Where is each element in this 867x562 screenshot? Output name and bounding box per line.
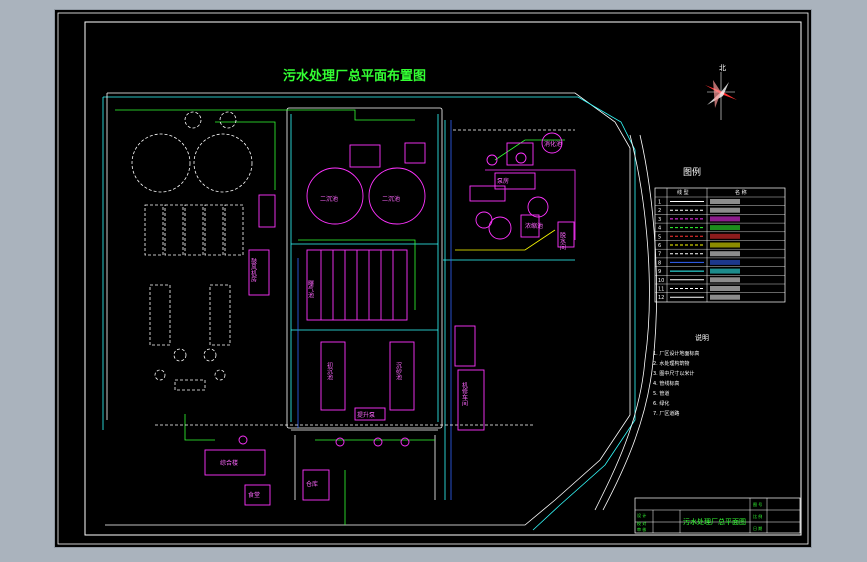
svg-text:名 称: 名 称 — [735, 189, 747, 196]
legend-row-number: 9 — [658, 269, 661, 275]
svg-text:比 例: 比 例 — [753, 513, 762, 519]
notes: 说明 1. 厂区设计地面标高 2. 水处理构筑物 3. 图中尺寸以米计 4. 管线标高… — [653, 333, 709, 417]
legend-name-swatch — [710, 225, 740, 231]
title-block-name: 污水处理厂总平面图 — [683, 517, 746, 526]
legend-name-swatch — [710, 259, 740, 265]
legend-row-number: 3 — [658, 217, 661, 223]
legend-name-swatch — [710, 216, 740, 222]
legend-row-number: 6 — [658, 243, 661, 249]
site-boundary — [102, 92, 657, 531]
legend-name-swatch — [710, 251, 740, 257]
legend-row-number: 5 — [658, 234, 661, 240]
note-line: 3. 图中尺寸以米计 — [653, 370, 694, 377]
label-lift: 提升泵 — [357, 411, 375, 419]
legend-row-number: 2 — [658, 208, 661, 214]
left-zone — [131, 111, 253, 391]
svg-text:校 对: 校 对 — [637, 520, 646, 526]
legend-row-number: 7 — [658, 252, 661, 258]
note-line: 4. 管线标高 — [653, 380, 679, 387]
label-grit: 沉砂池 — [395, 361, 402, 380]
title-block: 设 计 校 对 审 核 污水处理厂总平面图 图 号 比 例 日 期 — [634, 497, 801, 534]
inner-frame — [84, 21, 802, 536]
note-line: 2. 水处理构筑物 — [653, 360, 689, 367]
label-canteen: 食堂 — [248, 491, 260, 499]
note-line: 1. 厂区设计地面标高 — [653, 350, 699, 357]
label-primary: 初沉池 — [326, 361, 333, 380]
legend-name-swatch — [710, 207, 740, 213]
outer-frame — [57, 12, 809, 545]
label-secondary-clarifier-1: 二沉池 — [320, 195, 338, 203]
north-arrow-icon: 北 — [705, 64, 737, 120]
note-line: 5. 管道 — [653, 390, 669, 397]
drawing-title: 污水处理厂总平面布置图 — [283, 68, 426, 84]
label-digester: 消化池 — [544, 140, 562, 148]
svg-text:日 期: 日 期 — [753, 525, 762, 531]
label-sludge-pump: 泵房 — [497, 177, 509, 185]
svg-text:设 计: 设 计 — [637, 512, 646, 518]
roads — [286, 107, 575, 500]
legend-row-number: 8 — [658, 260, 661, 266]
legend-name-swatch — [710, 233, 740, 239]
legend-row-number: 1 — [658, 200, 661, 206]
note-line: 7. 厂区道路 — [653, 410, 679, 417]
label-thicken: 浓缩池 — [525, 222, 543, 230]
svg-text:北: 北 — [719, 64, 726, 72]
legend-name-swatch — [710, 277, 740, 283]
label-control: 综合楼 — [220, 459, 238, 467]
pipelines — [115, 109, 576, 525]
legend-row-number: 4 — [658, 226, 661, 232]
legend-name-swatch — [710, 242, 740, 248]
legend-name-swatch — [710, 199, 740, 204]
svg-text:图 号: 图 号 — [753, 501, 762, 507]
legend-row-number: 11 — [658, 287, 664, 293]
legend-name-swatch — [710, 268, 740, 274]
legend-name-swatch — [710, 286, 740, 291]
legend-row-number: 10 — [658, 278, 664, 284]
label-dewater: 脱水间 — [559, 231, 566, 251]
notes-title: 说明 — [695, 333, 709, 342]
svg-text:审 核: 审 核 — [637, 526, 646, 532]
drawing-sheet: 污水处理厂总平面布置图 北 — [55, 10, 811, 547]
label-blower: 鼓风机房 — [250, 257, 257, 283]
structures-magenta — [204, 132, 575, 506]
legend-title: 图例 — [683, 166, 701, 178]
legend-row-number: 12 — [658, 295, 664, 301]
label-secondary-clarifier-2: 二沉池 — [382, 195, 400, 203]
label-warehouse: 仓库 — [306, 480, 318, 488]
label-aeration: 曝气池 — [307, 280, 314, 298]
legend-name-swatch — [710, 294, 740, 300]
svg-text:线 型: 线 型 — [677, 189, 689, 196]
note-line: 6. 绿化 — [653, 400, 669, 407]
label-office: 机修车间 — [461, 381, 468, 407]
